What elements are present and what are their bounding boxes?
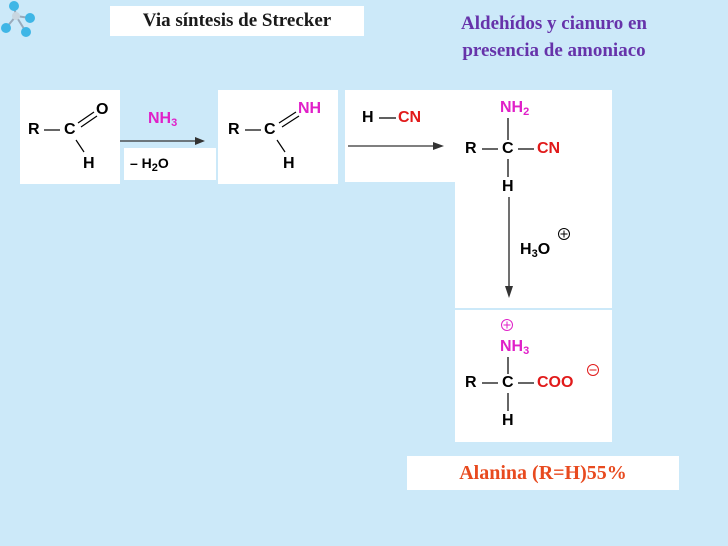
hydronium-reagent: H3O (520, 241, 551, 260)
aldehyde-panel (20, 90, 120, 184)
plus-charge-icon (501, 319, 513, 331)
imine-r: R (228, 121, 240, 138)
ammonia-reagent: NH3 (148, 110, 178, 129)
plus-charge-icon (558, 228, 570, 240)
aldehyde-o: O (96, 101, 109, 118)
aminonitrile-h: H (502, 178, 514, 195)
hcn-cn: CN (398, 109, 422, 126)
aminoacid-panel (455, 310, 612, 442)
aminoacid-h: H (502, 412, 514, 429)
aldehyde-h: H (83, 155, 95, 172)
aminoacid-coo: COO (537, 374, 574, 391)
aldehyde-r: R (28, 121, 40, 138)
reagent-panel (124, 148, 216, 180)
minus-water: – H2O (130, 155, 169, 174)
aminoacid-c: C (502, 374, 514, 391)
hcn-h: H (362, 109, 374, 126)
aminoacid-nh3: NH3 (500, 338, 530, 357)
imine-panel (218, 90, 338, 184)
header-line-2: presencia de amoniaco (462, 40, 646, 61)
header-line-1: Aldehídos y cianuro en (461, 13, 647, 34)
minus-charge-icon (587, 364, 599, 376)
aminonitrile-nh2: NH2 (500, 99, 530, 118)
aminonitrile-panel (455, 90, 612, 308)
header-text: Aldehídos y cianuro en presencia de amon… (422, 10, 686, 64)
aminonitrile-cn: CN (537, 140, 561, 157)
hcn-panel (345, 90, 455, 182)
page-title: Via síntesis de Strecker (110, 6, 364, 36)
molecule-logo-icon (1, 1, 35, 37)
imine-h: H (283, 155, 295, 172)
aminonitrile-c: C (502, 140, 514, 157)
aldehyde-c: C (64, 121, 76, 138)
aminoacid-r: R (465, 374, 477, 391)
result-caption: Alanina (R=H)55% (407, 456, 679, 490)
imine-c: C (264, 121, 276, 138)
aminonitrile-r: R (465, 140, 477, 157)
imine-nh: NH (298, 100, 322, 117)
